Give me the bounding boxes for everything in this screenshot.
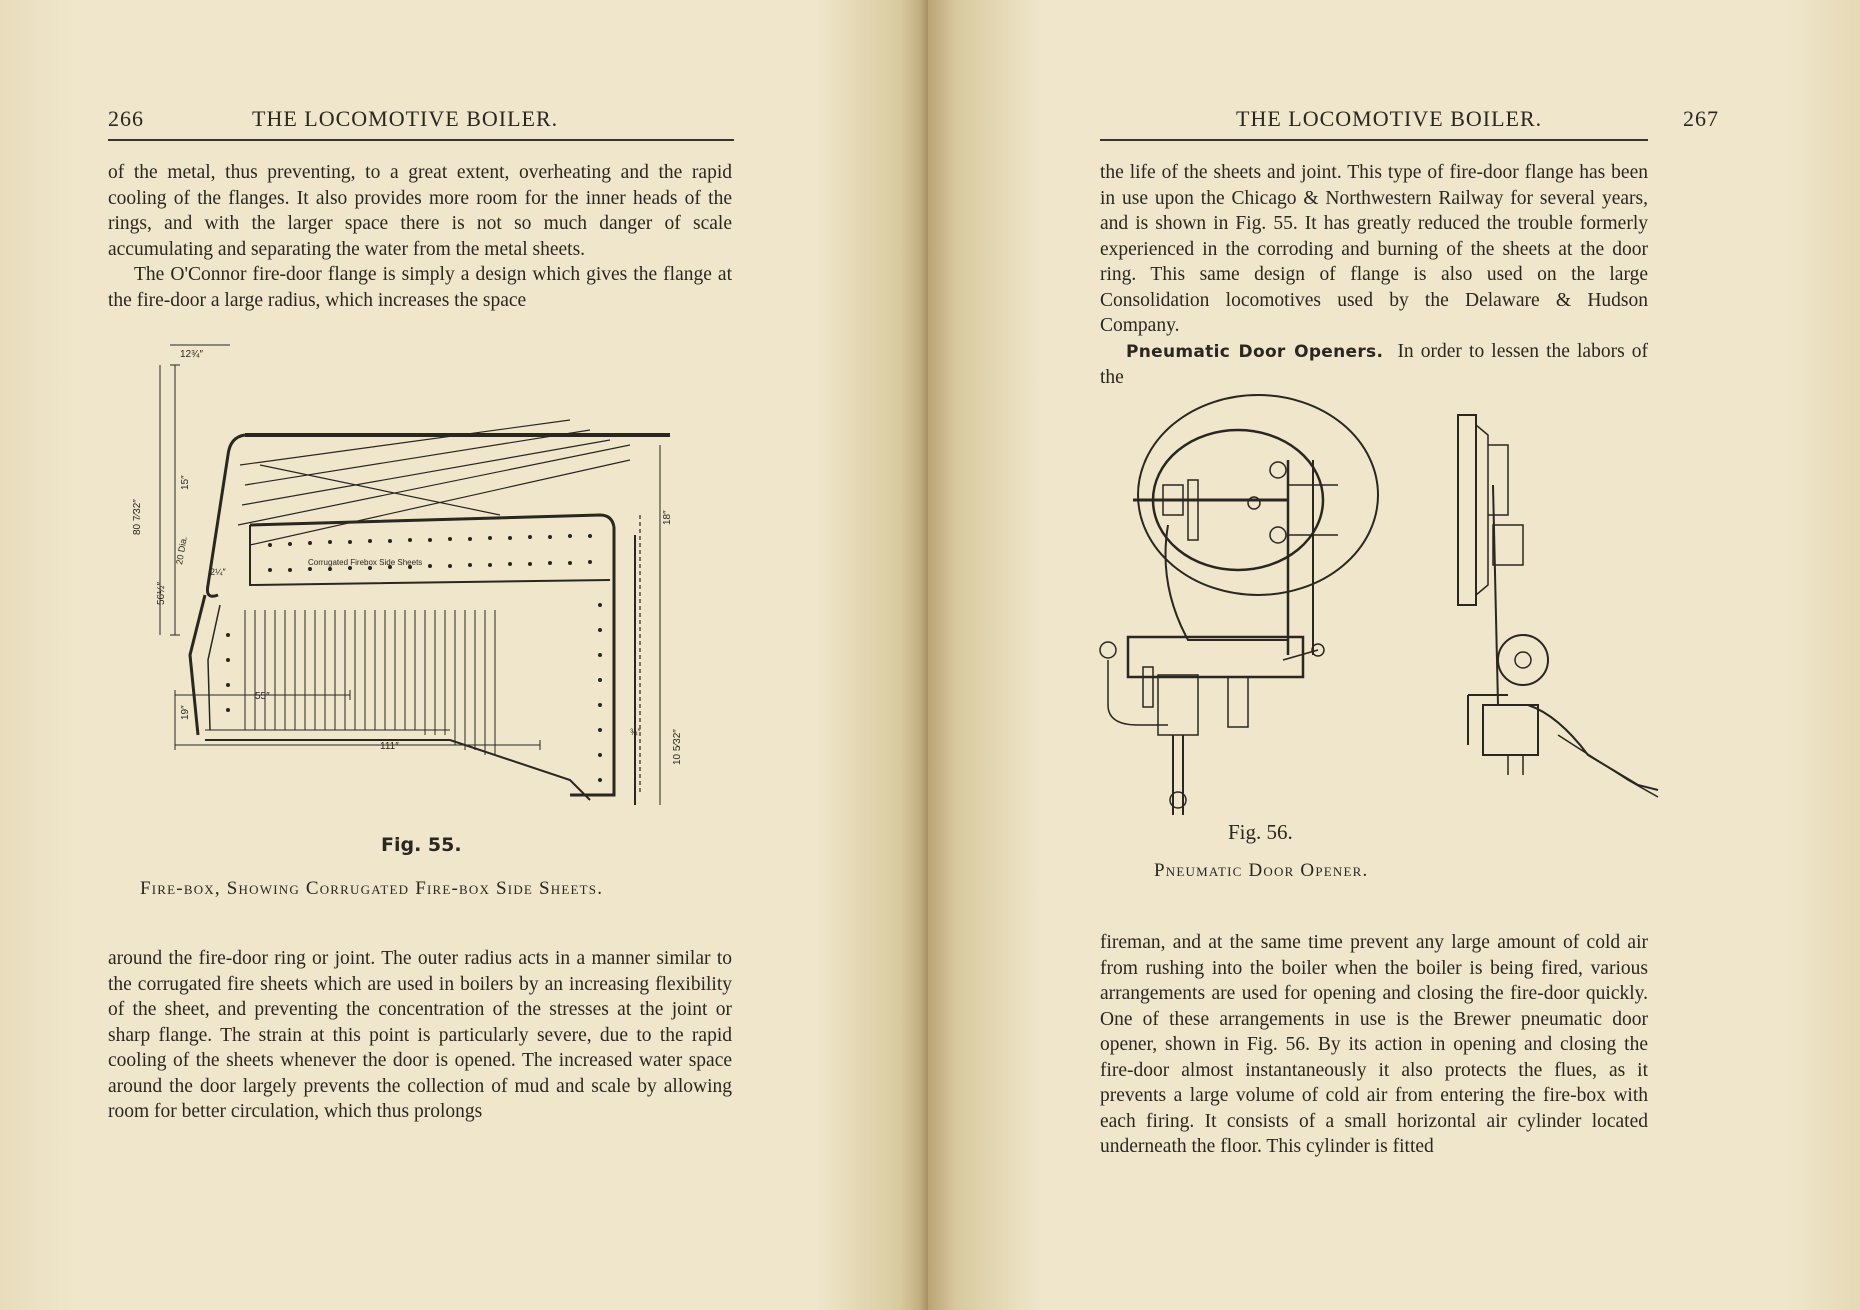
header-rule — [1100, 139, 1648, 141]
paragraph: fireman, and at the same time prevent an… — [1100, 932, 1648, 1157]
figure-caption: Fire-box, Showing Corrugated Fire-box Si… — [140, 878, 604, 899]
page-number: 267 — [1683, 106, 1719, 131]
dim-label: 20 Dia. — [174, 536, 189, 566]
running-head: THE LOCOMOTIVE BOILER. — [252, 106, 559, 131]
paragraph: of the metal, thus preventing, to a grea… — [108, 162, 732, 260]
figure-label: Fig. 55. — [381, 834, 462, 856]
figure-label: Fig. 56. — [1228, 820, 1293, 844]
dim-label: 15″ — [180, 475, 191, 490]
dim-label: 19″ — [180, 705, 191, 720]
dim-label: 2¼″ — [210, 567, 227, 577]
left-page: 266 THE LOCOMOTIVE BOILER. of the metal,… — [0, 0, 928, 1310]
dim-label: 56½″ — [156, 582, 167, 605]
paragraph: The O'Connor fire-door flange is simply … — [108, 264, 732, 311]
dim-label: 10 5⁄32″ — [672, 729, 683, 765]
figure-caption: Pneumatic Door Opener. — [1154, 860, 1369, 881]
body-text-top: of the metal, thus preventing, to a grea… — [108, 160, 732, 313]
right-page: THE LOCOMOTIVE BOILER. 267 the life of t… — [928, 0, 1860, 1310]
page-number: 266 — [108, 106, 144, 131]
dim-label: 80 7⁄32″ — [132, 499, 143, 535]
running-head: THE LOCOMOTIVE BOILER. — [1236, 106, 1543, 131]
dim-label: 18″ — [662, 510, 673, 525]
paragraph: around the fire-door ring or joint. The … — [108, 948, 732, 1122]
body-text-top: the life of the sheets and joint. This t… — [1100, 160, 1648, 391]
section-heading: Pneumatic Door Openers. — [1126, 341, 1384, 362]
paragraph: the life of the sheets and joint. This t… — [1100, 162, 1648, 336]
dim-label: 111″ — [380, 741, 399, 752]
dim-label: 12¾″ — [180, 349, 203, 360]
body-text-bottom: fireman, and at the same time prevent an… — [1100, 930, 1648, 1160]
door-opener-drawing — [1099, 394, 1659, 815]
section-text: In order to lessen the labors of the — [1100, 340, 1649, 389]
firebox-inner-label: Corrugated Firebox Side Sheets — [308, 558, 422, 567]
header-rule — [108, 139, 734, 141]
body-text-bottom: around the fire-door ring or joint. The … — [108, 946, 732, 1125]
firebox-drawing: Corrugated Firebox Side Sheets 12¾″ 80 7… — [132, 344, 683, 805]
dim-label: ¾″ — [630, 727, 642, 737]
dim-label: 55″ — [255, 691, 270, 702]
